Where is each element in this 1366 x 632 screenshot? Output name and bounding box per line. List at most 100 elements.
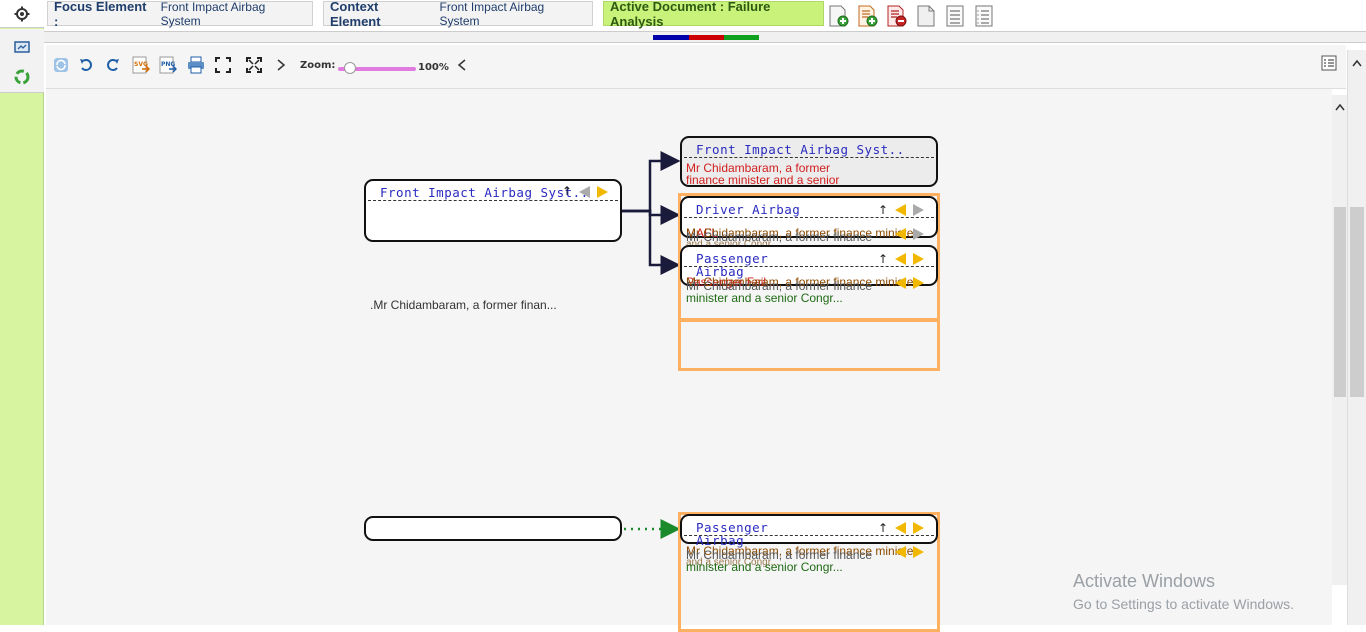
export-png-button[interactable]: PNG	[158, 55, 178, 75]
activate-windows-subtitle: Go to Settings to activate Windows.	[1073, 596, 1294, 612]
export-svg-button[interactable]: SVG	[131, 55, 151, 75]
prev-icon[interactable]	[895, 228, 906, 240]
remove-list-icon[interactable]	[886, 4, 908, 28]
list-document-icon[interactable]	[944, 4, 966, 28]
up-arrow-icon[interactable]: ↑	[878, 521, 889, 535]
diagram-toolbar: SVG PNG Zoom: 100%	[46, 45, 1346, 89]
child-node-1[interactable]: Front Impact Airbag Syst.. Mr Chidambara…	[680, 136, 938, 187]
recycle-icon	[14, 69, 30, 85]
focus-element-pill[interactable]: Focus Element : Front Impact Airbag Syst…	[47, 0, 313, 29]
activate-windows-title: Activate Windows	[1073, 571, 1216, 591]
page-scrollbar-thumb[interactable]	[1350, 207, 1364, 397]
zoom-label: Zoom:	[300, 60, 336, 71]
child-node-3-title-line2: Airbag	[696, 264, 745, 279]
root-node-title: Front Impact Airbag Syst..	[380, 185, 589, 200]
numbered-list-icon[interactable]	[973, 4, 995, 28]
svg-export-icon: SVG	[132, 56, 150, 74]
print-button[interactable]	[186, 55, 206, 75]
child-node-1-title: Front Impact Airbag Syst..	[696, 142, 905, 157]
child-node-3-text-overlay: Mr Chidambaram, a former finance ministe…	[686, 275, 918, 289]
full-screen-button[interactable]	[244, 55, 264, 75]
child-node-2[interactable]: Driver Airbag ↑ MAFL Mr Chidambaram, a f…	[680, 196, 938, 250]
next-icon[interactable]	[913, 522, 924, 534]
prev-icon[interactable]	[895, 277, 906, 289]
zoom-slider-handle[interactable]	[343, 62, 356, 74]
presentation-icon	[14, 41, 30, 53]
undo-button[interactable]	[76, 55, 96, 75]
blank-document-icon[interactable]	[915, 4, 937, 28]
active-document-label: Active Document : Failure Analysis	[610, 0, 771, 29]
bottom-node[interactable]: Passenger Airbag ↑ Mr Chidambaram, a for…	[680, 514, 938, 573]
list-view-icon	[1321, 55, 1337, 71]
refresh-cycle-button[interactable]	[0, 62, 44, 92]
zoom-value: 100%	[418, 62, 449, 73]
empty-node[interactable]	[364, 516, 622, 541]
context-element-pill[interactable]: Context Element Front Impact Airbag Syst…	[323, 0, 593, 29]
next-icon[interactable]	[913, 204, 924, 216]
refresh-button[interactable]	[51, 55, 71, 75]
fit-to-screen-button[interactable]	[213, 55, 233, 75]
canvas-scrollbar[interactable]	[1332, 95, 1348, 585]
prev-icon[interactable]	[895, 546, 906, 558]
fullscreen-icon	[246, 57, 262, 73]
node-divider	[684, 157, 934, 158]
canvas-scrollbar-thumb[interactable]	[1334, 207, 1346, 397]
panel-toggle-button[interactable]	[1319, 53, 1339, 73]
left-rail	[0, 0, 44, 625]
strip-segment-red	[689, 35, 724, 40]
child-node-3-text-line1: Mr Chidambaram, a former finance	[686, 279, 873, 293]
add-document-icon[interactable]	[828, 4, 850, 28]
undo-icon	[80, 59, 92, 71]
zoom-slider[interactable]	[338, 67, 416, 71]
child-node-1-text-line1: Mr Chidambaram, a former	[686, 161, 831, 175]
expand-toolbar-button[interactable]	[271, 55, 291, 75]
up-arrow-icon[interactable]: ↑	[562, 184, 573, 198]
collapse-toolbar-button[interactable]	[452, 55, 472, 75]
active-document-pill[interactable]: Active Document : Failure Analysis	[603, 0, 824, 29]
child-group-empty-box	[678, 319, 940, 371]
expand-icon	[215, 57, 231, 73]
strip-segment-green	[724, 35, 759, 40]
prev-icon[interactable]	[895, 204, 906, 216]
child-node-1-text-line2: finance minister and a senior	[686, 173, 840, 187]
settings-button[interactable]	[0, 0, 44, 28]
prev-icon[interactable]	[579, 186, 590, 198]
prev-icon[interactable]	[895, 522, 906, 534]
node-divider	[684, 535, 934, 536]
presentation-button[interactable]	[0, 33, 44, 63]
next-icon[interactable]	[597, 186, 608, 198]
node-divider	[684, 217, 934, 218]
redo-button[interactable]	[103, 55, 123, 75]
gear-icon	[14, 6, 30, 21]
prev-icon[interactable]	[895, 253, 906, 265]
chevron-up-icon[interactable]	[1352, 59, 1362, 67]
connector-to-child-3	[621, 209, 681, 275]
page-scrollbar[interactable]	[1347, 50, 1366, 625]
chevron-up-icon[interactable]	[1335, 103, 1345, 111]
focus-element-value: Front Impact Airbag System	[160, 0, 266, 28]
next-icon[interactable]	[913, 228, 924, 240]
printer-icon	[188, 56, 204, 74]
child-node-2-text-line2: and a senior Congr...	[686, 239, 779, 251]
next-icon[interactable]	[913, 253, 924, 265]
add-list-icon[interactable]	[857, 4, 879, 28]
up-arrow-icon[interactable]: ↑	[878, 252, 889, 266]
focus-element-label: Focus Element :	[54, 0, 147, 29]
png-export-icon: PNG	[159, 56, 177, 74]
connector-to-child-1	[621, 151, 681, 213]
svg-export-label: SVG	[134, 61, 148, 68]
refresh-icon	[54, 58, 68, 72]
bottom-node-text-line2: and a senior Congr...	[686, 557, 779, 568]
png-export-label: PNG	[161, 61, 175, 68]
root-node[interactable]: Front Impact Airbag Syst.. ↑	[364, 179, 622, 242]
chevron-right-icon	[277, 59, 286, 71]
next-icon[interactable]	[913, 277, 924, 289]
up-arrow-icon[interactable]: ↑	[878, 203, 889, 217]
context-element-label: Context Element	[330, 0, 381, 29]
node-divider	[368, 200, 618, 201]
next-icon[interactable]	[913, 546, 924, 558]
child-node-2-failure: MAFL	[686, 226, 719, 240]
child-node-3[interactable]: Passenger Airbag ↑ Passenger Fail.. Mr C…	[680, 245, 938, 304]
node-divider	[684, 266, 934, 267]
document-color-strip	[44, 31, 1366, 43]
